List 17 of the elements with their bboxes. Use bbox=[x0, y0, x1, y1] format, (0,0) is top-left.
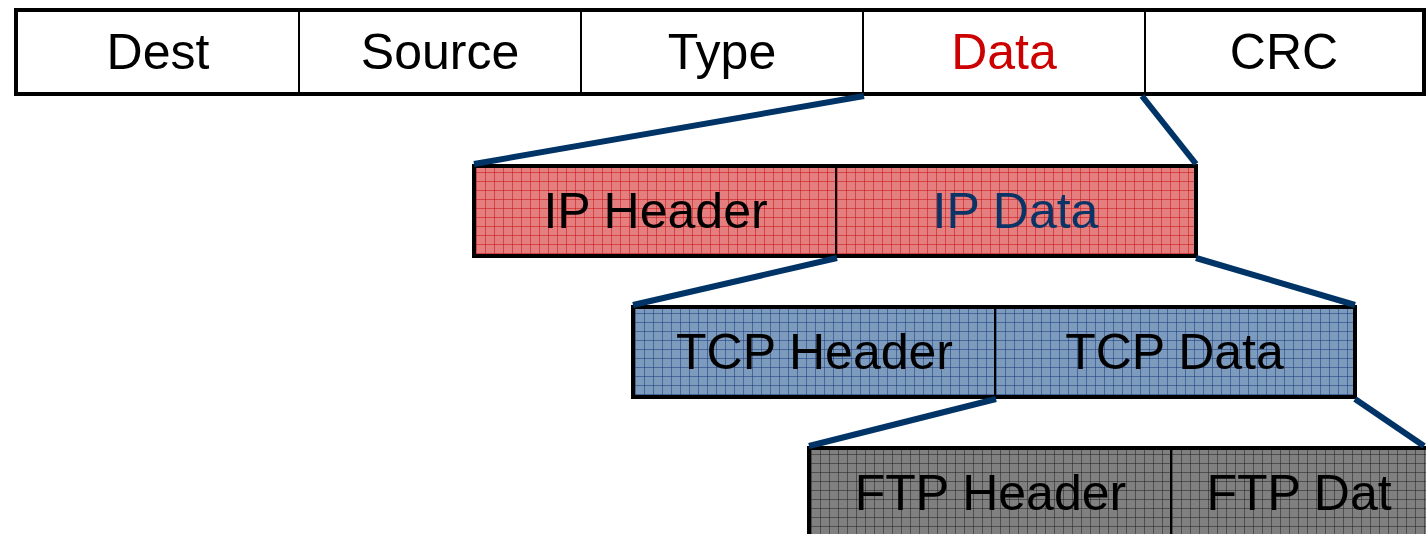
frame-field: FTP Header bbox=[807, 446, 1170, 534]
frame-field: Type bbox=[580, 8, 862, 96]
expansion-line bbox=[473, 93, 865, 167]
frame-field: IP Data bbox=[835, 164, 1198, 258]
expansion-line bbox=[632, 255, 838, 308]
expansion-line bbox=[1195, 255, 1356, 308]
expansion-line bbox=[808, 396, 997, 449]
frame-field: Data bbox=[862, 8, 1144, 96]
frame-field: CRC bbox=[1144, 8, 1426, 96]
expansion-line bbox=[1139, 94, 1199, 166]
frame-field: Source bbox=[298, 8, 580, 96]
expansion-line bbox=[1353, 396, 1426, 449]
frame-field: Dest bbox=[14, 8, 298, 96]
frame-field: TCP Header bbox=[631, 305, 994, 399]
frame-field: TCP Data bbox=[994, 305, 1357, 399]
frame-field: FTP Dat bbox=[1170, 446, 1426, 534]
frame-field: IP Header bbox=[472, 164, 835, 258]
